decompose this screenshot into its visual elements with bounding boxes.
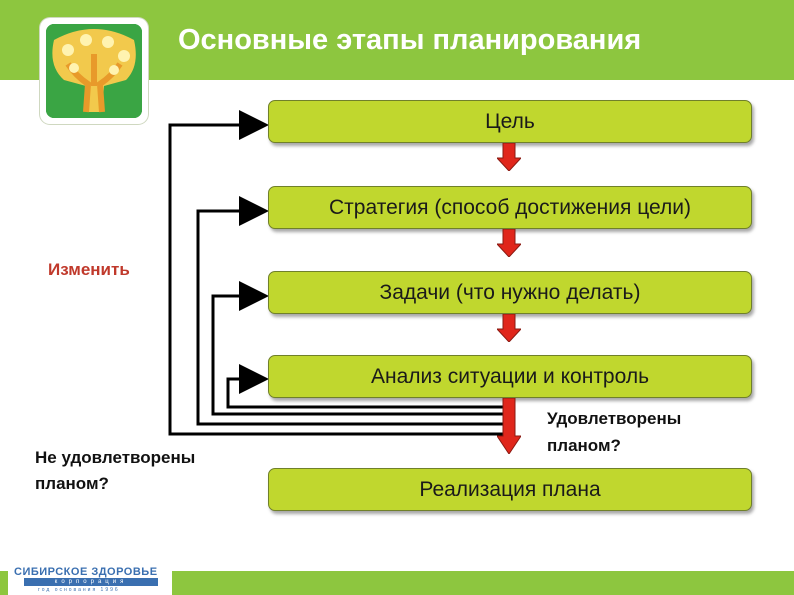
not-satisfied-label: Не удовлетворены планом? [35, 448, 196, 493]
step-implementation: Реализация плана [268, 468, 752, 511]
brand-subtitle: корпорация [24, 578, 158, 586]
tree-icon [46, 24, 142, 118]
down-arrow-icon [497, 398, 521, 454]
satisfied-label: Удовлетворены планом? [547, 409, 682, 455]
brand-logo: СИБИРСКОЕ ЗДОРОВЬЕ корпорация год основа… [8, 563, 172, 595]
feedback-line-tasks [211, 281, 503, 416]
feedback-line-strategy [196, 196, 503, 426]
feedback-line-analysis [226, 364, 503, 409]
down-arrow-icon [497, 143, 521, 171]
down-arrow-icon [497, 229, 521, 257]
brand-year: год основания 1996 [38, 587, 120, 593]
change-label: Изменить [48, 260, 130, 279]
step-goal: Цель [268, 100, 752, 143]
page-title: Основные этапы планирования [178, 24, 642, 56]
step-strategy: Стратегия (способ достижения цели) [268, 186, 752, 229]
down-arrow-icon [497, 314, 521, 342]
step-analysis: Анализ ситуации и контроль [268, 355, 752, 398]
feedback-line-goal [168, 110, 503, 436]
tree-logo [40, 18, 148, 124]
step-tasks: Задачи (что нужно делать) [268, 271, 752, 314]
brand-name: СИБИРСКОЕ ЗДОРОВЬЕ [14, 566, 158, 578]
